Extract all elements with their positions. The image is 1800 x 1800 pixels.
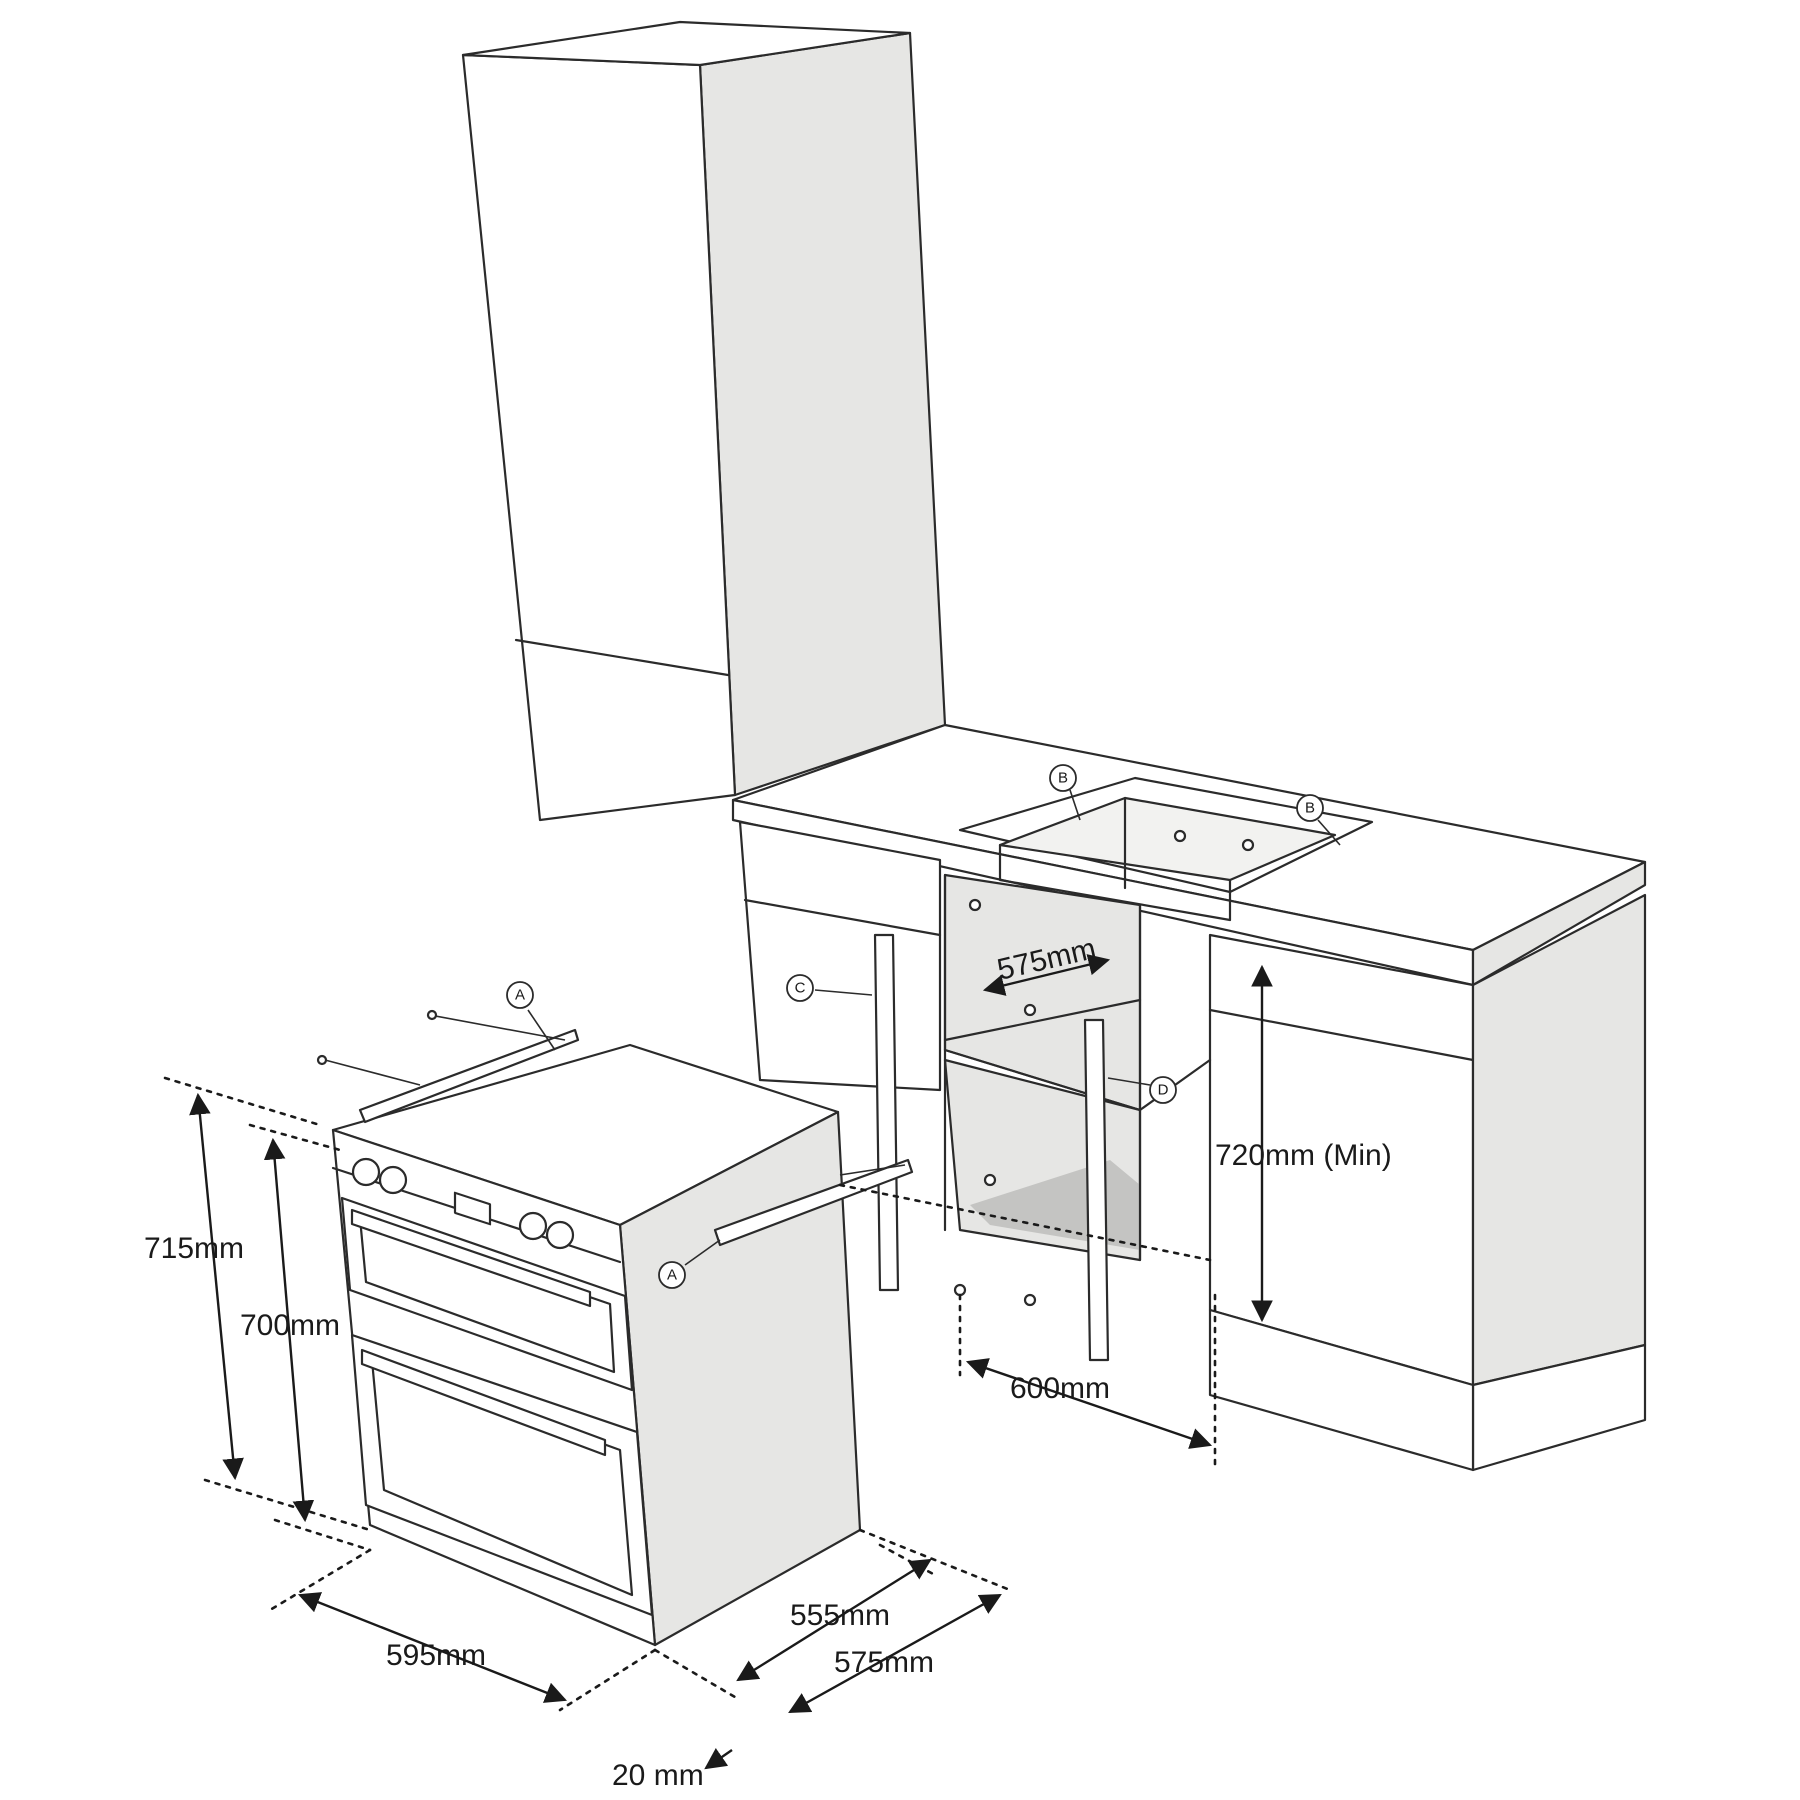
- base-units: [731, 723, 1647, 1472]
- callout-a-top: [506, 981, 534, 1009]
- fixing-brackets-a: [316, 1009, 914, 1247]
- callout-b-left: [1049, 764, 1077, 792]
- callout-a-top-label: A: [515, 987, 525, 1004]
- callout-a-side-label: A: [667, 1267, 677, 1284]
- aperture-width-label: 600mm: [1010, 1372, 1110, 1405]
- dimension-arrows: [189, 954, 1273, 1770]
- oven-depth-label: 555mm: [790, 1599, 890, 1632]
- callout-d-label: D: [1158, 1082, 1169, 1099]
- door-protrusion-label: 20 mm: [612, 1759, 704, 1792]
- oven-width-label: 595mm: [386, 1639, 486, 1672]
- callout-d: [1149, 1076, 1177, 1104]
- callout-b-right-label: B: [1305, 800, 1315, 817]
- callout-c-label: C: [795, 980, 806, 997]
- oven-total-depth-label: 575mm: [834, 1646, 934, 1679]
- callout-a-side: [658, 1261, 686, 1289]
- tall-cabinet: [461, 20, 947, 822]
- oven-body-height-label: 700mm: [240, 1309, 340, 1342]
- oven: [331, 1043, 862, 1647]
- callout-b-right: [1296, 794, 1324, 822]
- aperture-height-label: 720mm (Min): [1215, 1139, 1392, 1172]
- oven-outer-height-label: 715mm: [144, 1232, 244, 1265]
- callout-c: [786, 974, 814, 1002]
- part-callouts: A A B B C D: [506, 764, 1341, 1289]
- callout-b-left-label: B: [1058, 770, 1068, 787]
